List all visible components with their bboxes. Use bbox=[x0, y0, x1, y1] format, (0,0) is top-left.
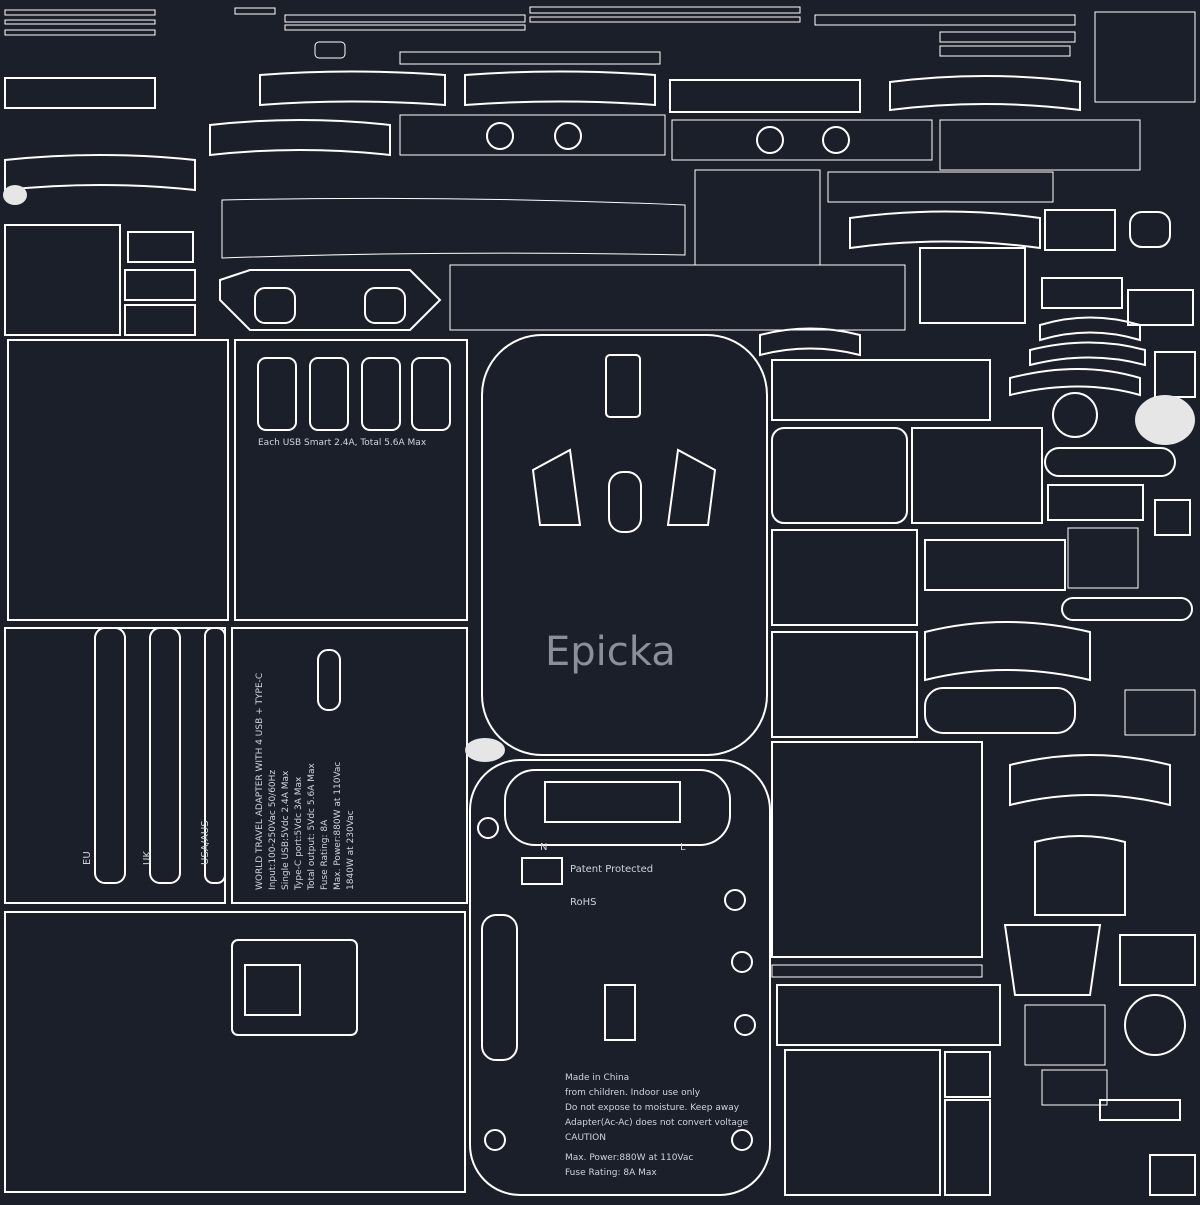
plug-uk-label: UK bbox=[142, 851, 153, 865]
adapter-front-face: Epicka bbox=[481, 334, 768, 756]
spec-power2-label: 1840W at 230Vac bbox=[346, 810, 356, 890]
rohs-label: RoHS bbox=[570, 897, 596, 908]
caution-label: CAUTION bbox=[565, 1133, 606, 1143]
spec-usb-label: Single USB:5Vdc 2.4A Max bbox=[281, 770, 291, 890]
brand-logo: Epicka bbox=[545, 629, 676, 675]
accent-arcs bbox=[759, 316, 1171, 807]
spec-total-label: Total output: 5Vdc 5.6A Max bbox=[307, 763, 317, 891]
adapter-title-label: WORLD TRAVEL ADAPTER WITH 4 USB + TYPE-C bbox=[255, 673, 265, 890]
spec-typec-label: Type-C port:5Vdc 3A Max bbox=[294, 776, 304, 891]
left-pieces bbox=[4, 169, 1054, 336]
right-pieces bbox=[771, 209, 1196, 1196]
n-label: N bbox=[540, 842, 547, 853]
large-panels: Each USB Smart 2.4A, Total 5.6A Max EU U… bbox=[4, 339, 468, 1193]
patent-label: Patent Protected bbox=[570, 864, 653, 875]
curved-bands bbox=[4, 70, 1081, 250]
fuse-bottom: Fuse Rating: 8A Max bbox=[565, 1168, 657, 1178]
top-strips bbox=[4, 6, 1196, 103]
pale-pieces bbox=[3, 185, 1196, 1106]
caution-line1: Adapter(Ac-Ac) does not convert voltage bbox=[565, 1118, 749, 1128]
adapter-back-face: N L Patent Protected RoHS Made in China … bbox=[469, 759, 771, 1196]
made-in-label: Made in China bbox=[565, 1073, 629, 1083]
caution-line2: Do not expose to moisture. Keep away bbox=[565, 1103, 740, 1113]
spec-fuse-label: Fuse Rating: 8A bbox=[320, 819, 330, 890]
usb-note-label: Each USB Smart 2.4A, Total 5.6A Max bbox=[258, 438, 427, 448]
caution-line3: from children. Indoor use only bbox=[565, 1088, 701, 1098]
l-label: L bbox=[680, 842, 686, 853]
hole-bars bbox=[399, 114, 1141, 171]
spec-power-label: Max. Power:880W at 110Vac bbox=[333, 762, 343, 890]
plug-eu-label: EU bbox=[82, 851, 93, 865]
spec-input-label: Input:100-250Vac 50/60Hz bbox=[268, 770, 278, 890]
max-power-bottom: Max. Power:880W at 110Vac bbox=[565, 1153, 693, 1163]
plug-usa-label: USA/AUS bbox=[200, 820, 211, 865]
